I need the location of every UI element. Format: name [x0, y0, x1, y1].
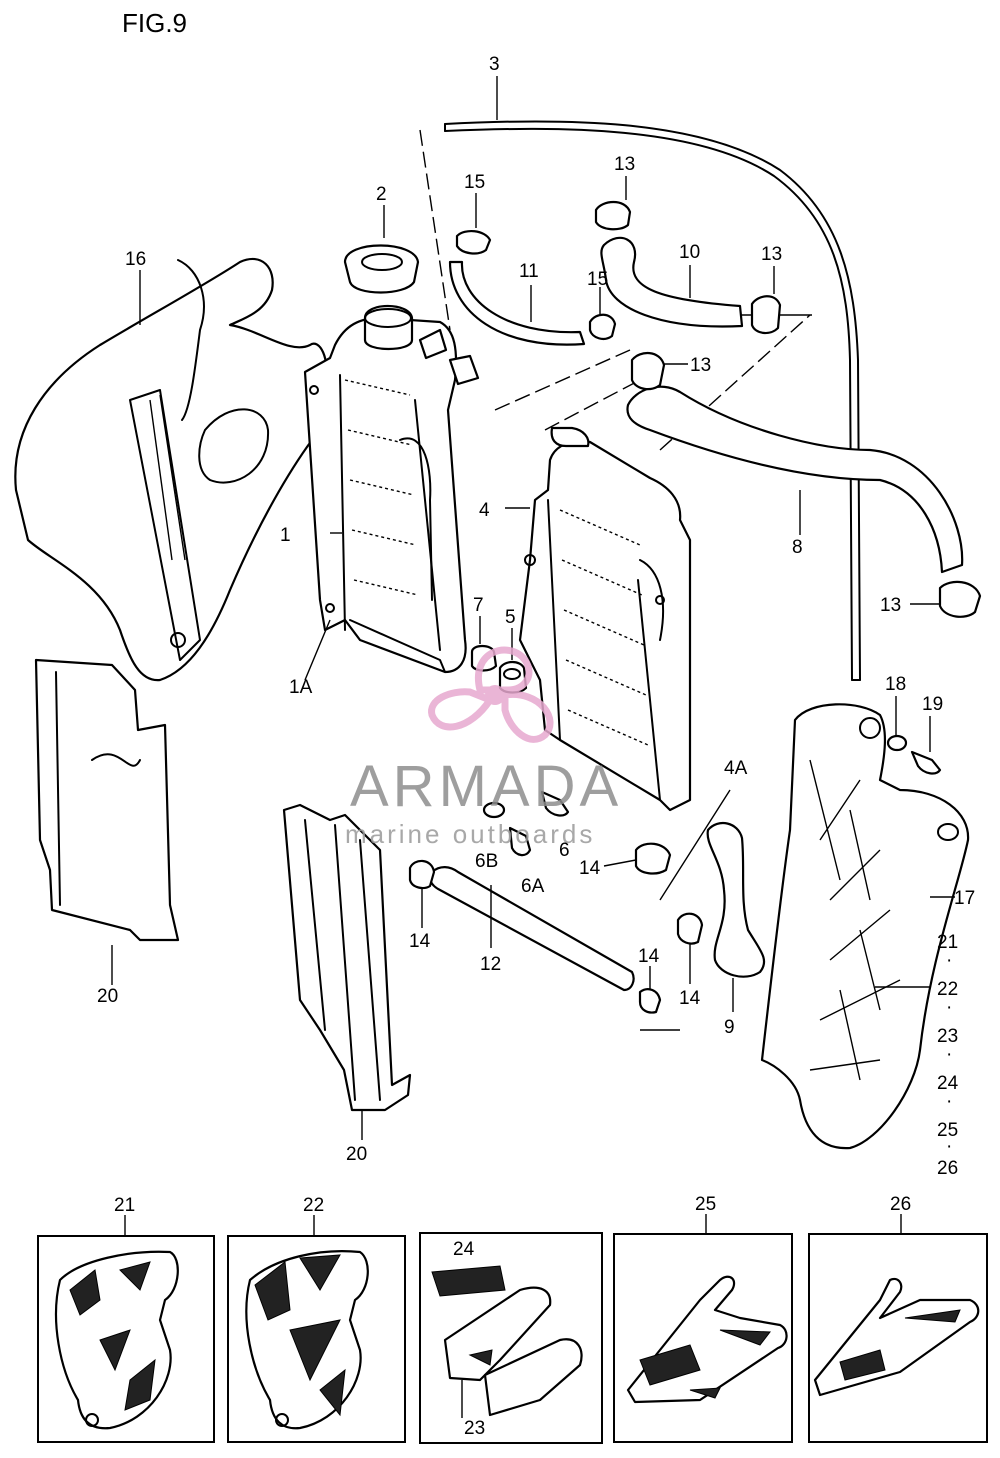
callout-13: 13 — [614, 154, 635, 175]
radiator-guard-right-part-20 — [282, 803, 412, 1140]
callout-5: 5 — [505, 607, 516, 628]
figure-title: FIG.9 — [122, 8, 187, 38]
hose-part-9 — [706, 821, 766, 1012]
callout-17: 17 — [954, 888, 975, 909]
callout-6a: 6A — [521, 876, 545, 897]
hose-part-8 — [626, 385, 964, 574]
panel-label-23: 23 — [464, 1418, 485, 1439]
propeller-logo-icon — [428, 646, 554, 743]
radiator-cap-part-2 — [343, 205, 420, 294]
watermark-brand: ARMADA — [350, 754, 622, 819]
callout-15: 15 — [587, 269, 608, 290]
callout-22-list: 22 — [937, 979, 958, 1000]
callout-13: 13 — [761, 244, 782, 265]
fastener-parts — [470, 616, 942, 857]
callout-6: 6 — [559, 840, 570, 861]
callout-7: 7 — [473, 595, 484, 616]
panel-label-26: 26 — [890, 1194, 911, 1215]
watermark-tagline: marine outboards — [345, 819, 595, 849]
callout-6b: 6B — [475, 851, 498, 872]
callout-4a: 4A — [724, 758, 748, 779]
callout-1: 1 — [280, 525, 291, 546]
callout-12: 12 — [480, 954, 501, 975]
panel-label-22: 22 — [303, 1195, 324, 1216]
callout-10: 10 — [679, 242, 700, 263]
callout-24-list: 24 — [937, 1073, 959, 1094]
callout-14: 14 — [679, 988, 701, 1009]
callout-15: 15 — [464, 172, 485, 193]
callout-16: 16 — [125, 249, 146, 270]
hose-part-10 — [600, 236, 744, 328]
callout-23-list: 23 — [937, 1026, 958, 1047]
decal-panel-26: 26 — [808, 1194, 988, 1443]
clamp-parts — [408, 176, 982, 1014]
callout-3: 3 — [489, 54, 500, 75]
callout-9: 9 — [724, 1017, 735, 1038]
radiator-shroud-part-16 — [14, 257, 328, 682]
callout-18: 18 — [885, 674, 906, 695]
decal-panel-25: 25 — [613, 1194, 793, 1443]
panel-label-21: 21 — [114, 1195, 135, 1216]
radiator-right-part-4 — [505, 426, 692, 812]
radiator-shroud-right-part-17 — [760, 703, 970, 1150]
callout-25-list: 25 — [937, 1120, 958, 1141]
watermark: ARMADA marine outboards — [345, 646, 622, 849]
callout-13: 13 — [690, 355, 711, 376]
radiator-left-part-1 — [303, 305, 480, 681]
list-separator: · — [946, 997, 952, 1018]
hose-part-11 — [448, 260, 586, 346]
callout-2: 2 — [376, 184, 387, 205]
callout-20: 20 — [346, 1144, 367, 1165]
callout-8: 8 — [792, 537, 803, 558]
callout-1a: 1A — [289, 677, 313, 698]
callout-4: 4 — [479, 500, 490, 521]
callout-26-list: 26 — [937, 1158, 958, 1179]
callout-13: 13 — [880, 595, 901, 616]
list-separator: · — [946, 1136, 952, 1157]
callout-labels: 3 2 15 13 16 11 10 13 15 13 1 4 8 13 7 5… — [97, 54, 975, 1179]
callout-21-list: 21 — [937, 932, 958, 953]
callout-14: 14 — [638, 946, 660, 967]
panel-label-24: 24 — [453, 1239, 475, 1260]
list-separator: · — [946, 950, 952, 971]
callout-14: 14 — [409, 931, 431, 952]
callout-14: 14 — [579, 858, 601, 879]
radiator-guard-left-part-20 — [34, 658, 180, 985]
callout-20: 20 — [97, 986, 118, 1007]
callout-19: 19 — [922, 694, 943, 715]
list-separator: · — [946, 1044, 952, 1065]
panel-label-25: 25 — [695, 1194, 716, 1215]
list-separator: · — [946, 1091, 952, 1112]
decal-panel-22: 22 — [227, 1195, 406, 1443]
decal-panel-21: 21 — [37, 1195, 215, 1443]
overflow-tube-part-3 — [444, 76, 861, 681]
callout-11: 11 — [519, 261, 539, 282]
decal-panel-23-24: 24 23 — [419, 1232, 603, 1444]
